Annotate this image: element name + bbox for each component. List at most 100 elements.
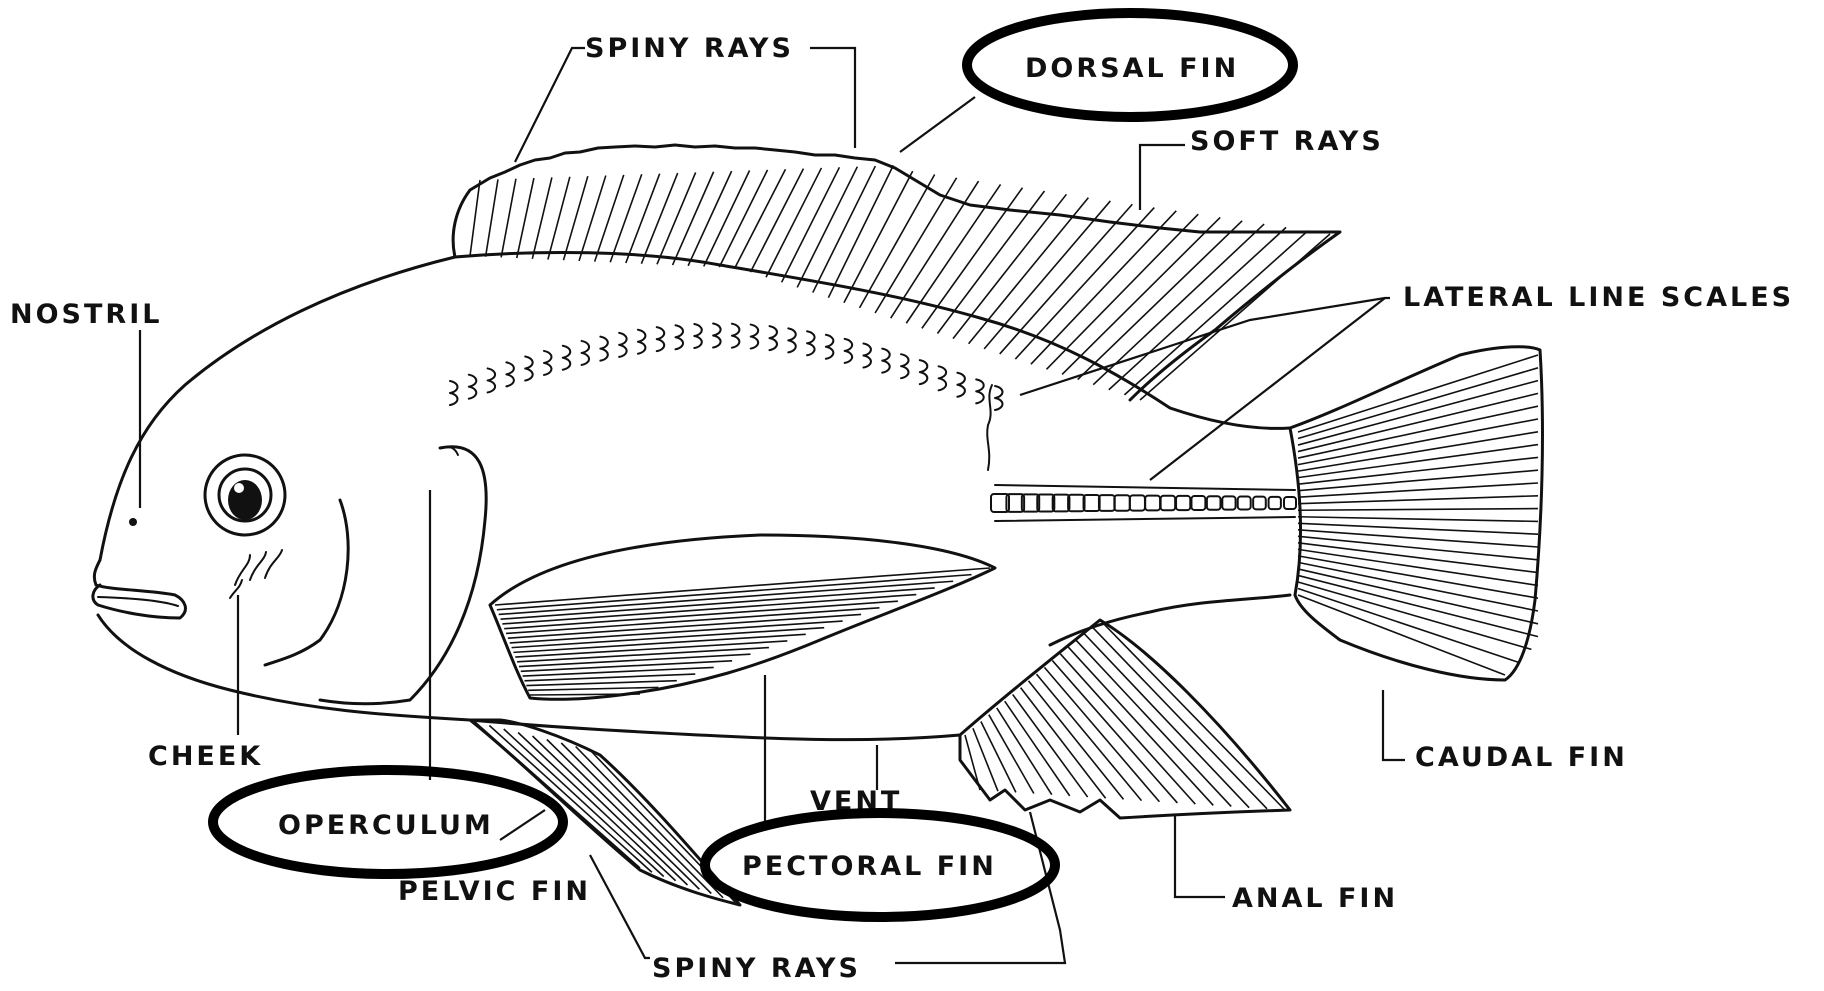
- caudal-fin-ray: [1298, 419, 1538, 465]
- dorsal-fin-ray: [501, 179, 516, 258]
- lateral-line-scale: [450, 381, 458, 405]
- dorsal-fin-ray: [937, 191, 1044, 333]
- lateral-line-scale: [1145, 496, 1160, 511]
- dorsal-fin-ray: [1124, 231, 1308, 395]
- pectoral-fin-ray: [506, 608, 879, 634]
- lateral-line-scale: [619, 333, 627, 357]
- dorsal-fin-ray: [1140, 234, 1330, 400]
- caudal-fin-ray: [1298, 381, 1538, 445]
- anal-fin-ray: [1044, 667, 1159, 801]
- lateral-line-scale: [600, 337, 608, 361]
- pectoral-fin-ray: [508, 614, 861, 638]
- dorsal-fin-ray: [797, 167, 857, 288]
- dorsal-fin-ray: [610, 174, 642, 262]
- dorsal-fin-ray: [486, 179, 498, 256]
- nostril-dot: [129, 518, 137, 526]
- lateral-line-scale: [845, 339, 853, 363]
- lateral-line-scale: [1284, 497, 1296, 509]
- label-pelvic-fin: PELVIC FIN: [398, 876, 591, 907]
- lateral-line-scale: [920, 360, 928, 384]
- label-anal-fin: ANAL FIN: [1232, 883, 1398, 914]
- caudal-fin-ray: [1298, 355, 1538, 432]
- caudal-fin-ray: [1298, 368, 1538, 439]
- pectoral-fin: [490, 535, 995, 699]
- dorsal-fin-ray: [1047, 214, 1199, 369]
- dorsal-fin-ray: [875, 178, 956, 313]
- dorsal-fin-ray: [470, 180, 480, 256]
- caudal-fin-ray: [1298, 517, 1538, 522]
- lateral-line-scale: [1099, 495, 1115, 511]
- lateral-line-scale: [826, 335, 834, 359]
- lateral-line-scale: [901, 354, 909, 378]
- dorsal-fin-ray: [579, 176, 606, 261]
- dorsal-fin-ray: [860, 174, 935, 307]
- dorsal-fin-ray: [517, 178, 534, 258]
- anal-fin-ray: [1068, 647, 1213, 805]
- dorsal-fin-ray: [688, 171, 731, 266]
- label-cheek: CHEEK: [148, 741, 263, 772]
- lateral-line-scale: [939, 366, 947, 390]
- lateral-line-scale: [506, 362, 513, 386]
- dorsal-fin-ray: [595, 175, 624, 262]
- label-dorsal-fin: DORSAL FIN: [1025, 53, 1239, 84]
- lateral-line-scale: [1114, 495, 1129, 510]
- label-spiny-rays-bottom: SPINY RAYS: [652, 953, 861, 984]
- lateral-line-scales: [450, 324, 1296, 521]
- label-nostril: NOSTRIL: [10, 299, 162, 330]
- dorsal-fin-ray: [813, 166, 876, 293]
- head-details: [98, 447, 486, 704]
- dorsal-fin-ray: [673, 172, 714, 265]
- lateral-line-scale: [732, 324, 740, 348]
- anal-fin-ray: [1005, 701, 1070, 796]
- lateral-line-scale: [713, 324, 721, 348]
- lateral-line-scale: [995, 386, 1003, 410]
- pectoral-fin-ray: [513, 634, 805, 652]
- lateral-line-scale: [657, 327, 665, 351]
- eye-highlight: [234, 483, 244, 493]
- caudal-fin-ray: [1298, 509, 1538, 511]
- caudal-fin: [1290, 347, 1542, 680]
- caudal-fin-ray: [1298, 393, 1538, 451]
- pelvic-fin-ray: [475, 722, 640, 868]
- lateral-line-scale: [469, 375, 477, 399]
- pupil: [228, 480, 262, 520]
- caudal-fin-ray: [1298, 483, 1538, 497]
- caudal-fin-ray: [1298, 575, 1538, 636]
- lateral-line-scale: [694, 324, 702, 348]
- pectoral-fin-ray: [497, 575, 972, 610]
- caudal-fin-ray: [1298, 496, 1538, 504]
- dorsal-fin-ray: [844, 171, 913, 303]
- dorsal-fin-ray: [657, 172, 696, 264]
- lateral-line-scale: [769, 326, 777, 350]
- lateral-line-scale: [957, 373, 965, 397]
- lateral-line-scale: [882, 349, 890, 373]
- lateral-line-scale: [1161, 496, 1176, 511]
- pectoral-fin-ray: [512, 628, 825, 648]
- lateral-line-scale: [751, 325, 759, 349]
- pectoral-fin-ray: [528, 687, 658, 690]
- anal-fin-ray: [965, 735, 980, 790]
- pectoral-fin-ray: [499, 581, 953, 614]
- pectoral-fin-ray: [526, 681, 677, 686]
- label-spiny-rays-top: SPINY RAYS: [585, 33, 794, 64]
- lateral-line-scale: [676, 325, 684, 349]
- label-caudal-fin: CAUDAL FIN: [1415, 742, 1628, 773]
- lateral-line-scale: [563, 346, 571, 370]
- lateral-line-scale: [1130, 495, 1145, 510]
- lateral-line-scale: [1222, 496, 1235, 509]
- dorsal-fin-ray: [828, 165, 893, 297]
- dorsal-fin-ray: [641, 173, 677, 264]
- label-soft-rays: SOFT RAYS: [1190, 126, 1384, 157]
- anal-fin-ray: [1076, 640, 1231, 806]
- lateral-line-scale: [976, 379, 984, 403]
- dorsal-fin-ray: [626, 174, 660, 263]
- lateral-line-scale: [788, 328, 796, 352]
- anal-fin-ray: [997, 708, 1052, 795]
- lateral-line-scale: [1084, 495, 1100, 511]
- anal-fin-ray: [1013, 694, 1088, 797]
- dorsal-fin: [453, 145, 1340, 400]
- lateral-line-scale: [1238, 497, 1251, 510]
- caudal-fin-ray: [1298, 562, 1538, 611]
- lateral-line-scale: [1176, 496, 1190, 510]
